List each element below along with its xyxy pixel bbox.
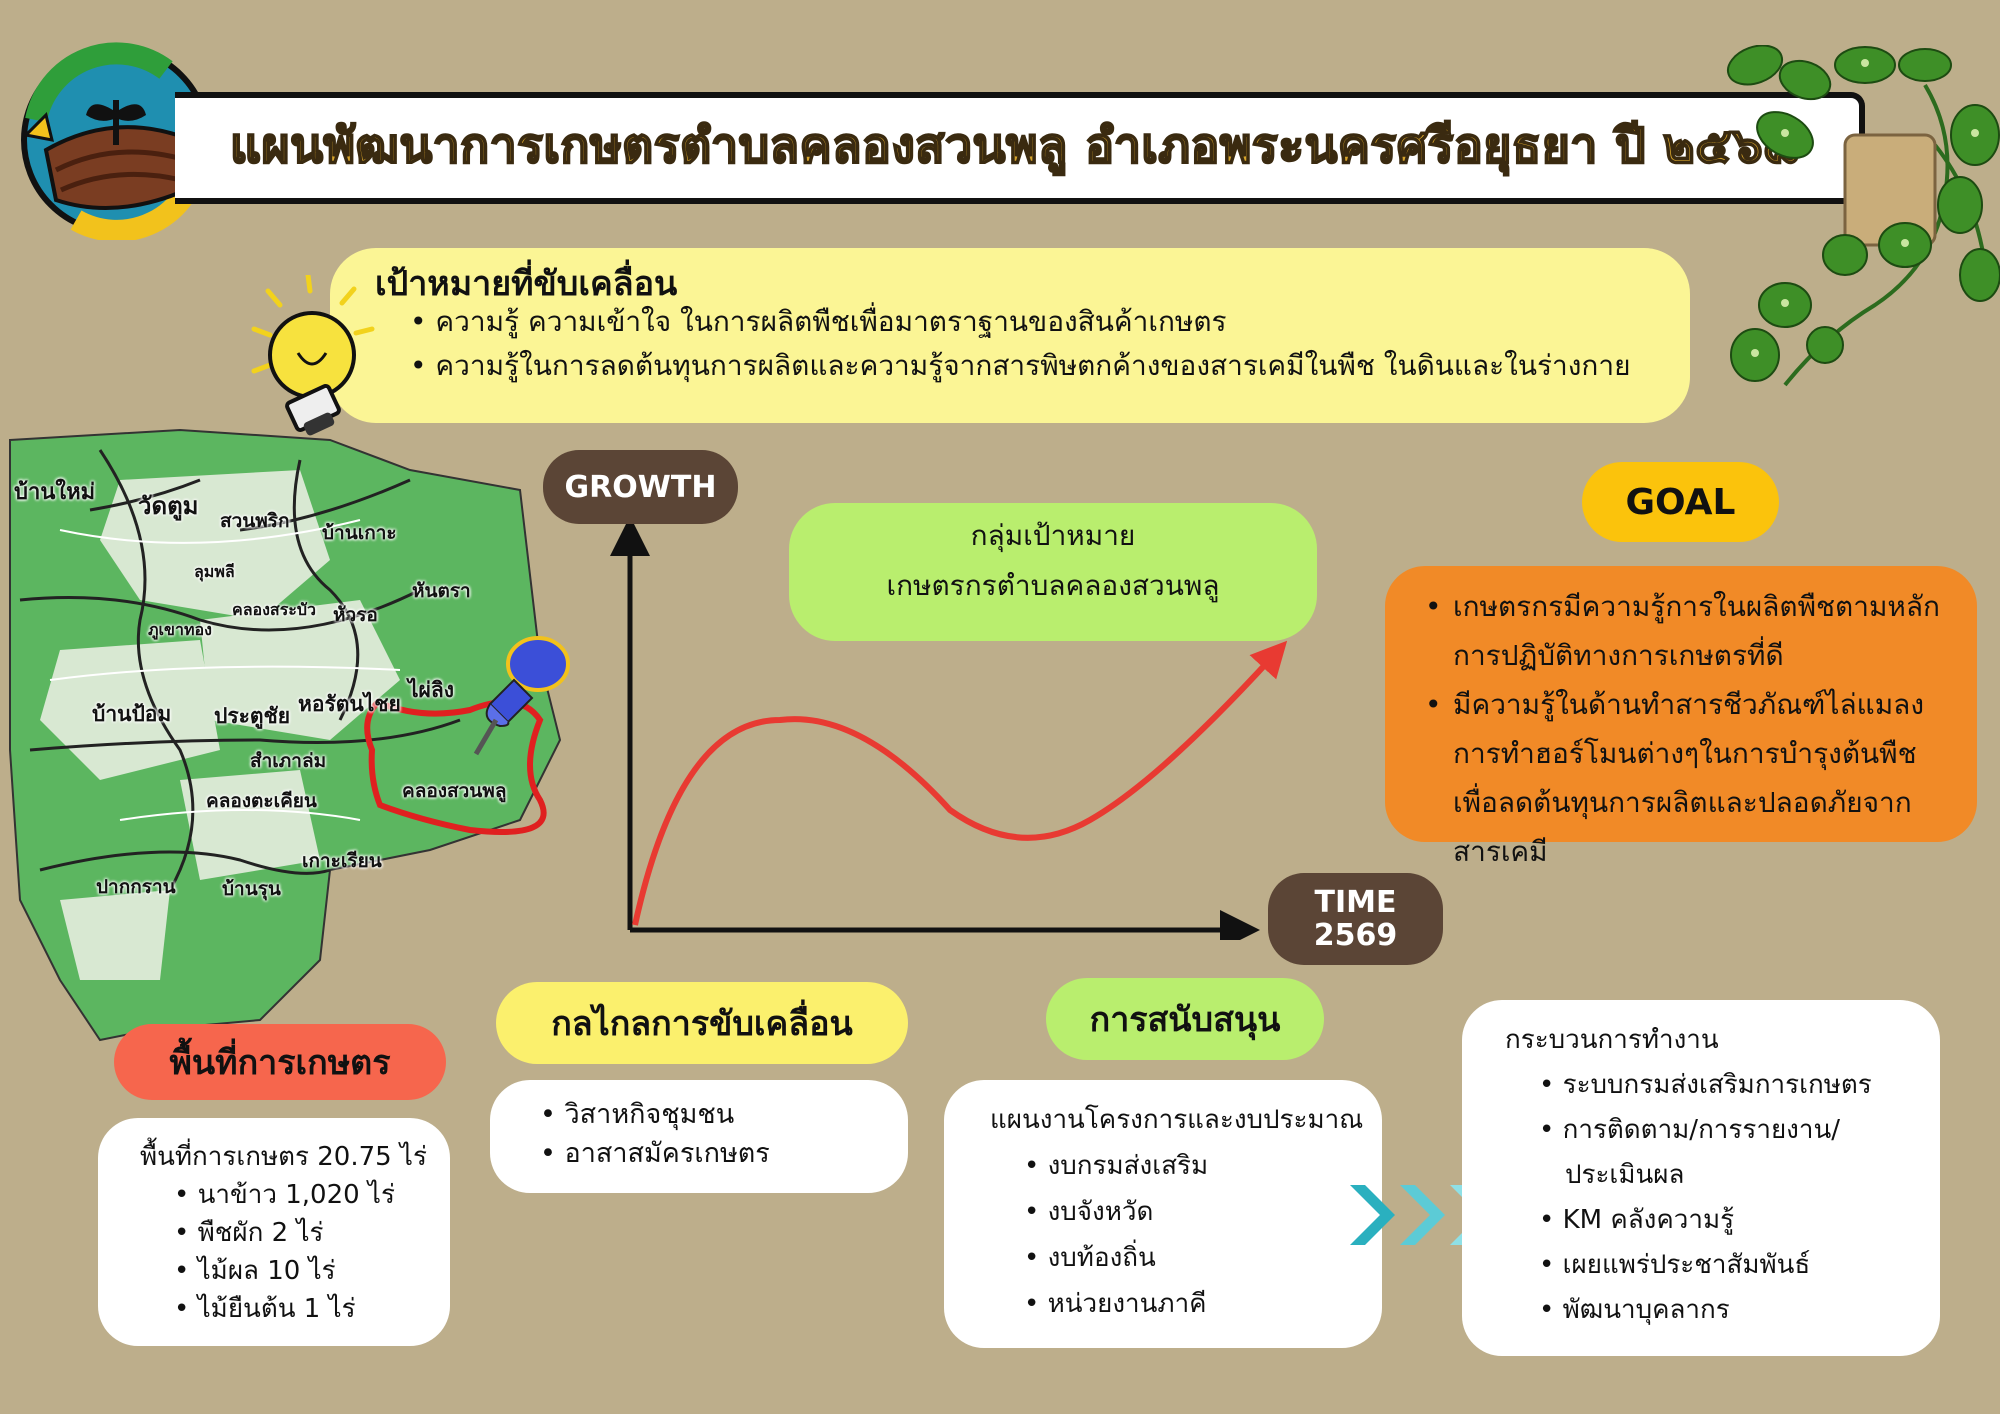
- process-item: เผยแพร่ประชาสัมพันธ์: [1505, 1243, 1872, 1288]
- hanging-plant-icon: [1726, 45, 2000, 387]
- goal-list: เกษตรกรมีความรู้การในผลิตพืชตามหลักการปฏ…: [1425, 582, 1955, 876]
- mechanism-list: วิสาหกิจชุมชน อาสาสมัครเกษตร: [540, 1095, 770, 1173]
- objective-item: ความรู้ในการลดต้นทุนการผลิตและความรู้จาก…: [410, 344, 1630, 388]
- map-label: สำเภาล่ม: [250, 750, 327, 772]
- pushpin-icon: [473, 636, 570, 756]
- highlight-outline: [364, 698, 547, 835]
- map-label: ประตูชัย: [214, 704, 291, 728]
- target-group-value: เกษตรกรตำบลคลองสวนพลู: [886, 569, 1220, 602]
- support-item: งบกรมส่งเสริม: [990, 1143, 1363, 1189]
- mechanism-label: กลไกลการขับเคลื่อน: [496, 982, 908, 1064]
- x-axis-label: TIME 2569: [1268, 873, 1443, 965]
- process-item: การติดตาม/การรายงาน/: [1505, 1108, 1872, 1153]
- map-shape: [9, 428, 562, 1042]
- area-total: พื้นที่การเกษตร 20.75 ไร่: [140, 1142, 427, 1172]
- mechanism-item: วิสาหกิจชุมชน: [540, 1095, 770, 1134]
- target-group-title: กลุ่มเป้าหมาย: [970, 519, 1136, 552]
- time-label: TIME: [1314, 885, 1397, 920]
- area-label: พื้นที่การเกษตร: [114, 1024, 446, 1100]
- growth-curve: [632, 640, 1288, 926]
- map-label: ภูเขาทอง: [148, 620, 212, 639]
- target-group-box: กลุ่มเป้าหมาย เกษตรกรตำบลคลองสวนพลู: [789, 503, 1317, 641]
- support-item: งบจังหวัด: [990, 1189, 1363, 1235]
- objective-item: ความรู้ ความเข้าใจ ในการผลิตพืชเพื่อมาตร…: [410, 300, 1631, 344]
- map-label: สวนพริก: [220, 510, 290, 532]
- process-item: พัฒนาบุคลากร: [1505, 1288, 1872, 1333]
- process-heading: กระบวนการทำงาน: [1505, 1025, 1719, 1055]
- support-item: งบท้องถิ่น: [990, 1235, 1363, 1281]
- map-label: เกาะเรียน: [302, 850, 382, 872]
- title-banner: [175, 92, 1865, 204]
- process-item: KM คลังความรู้: [1505, 1198, 1872, 1243]
- mechanism-item: อาสาสมัครเกษตร: [540, 1134, 770, 1173]
- map-label: วัดตูม: [138, 492, 199, 520]
- area-item: พืชผัก 2 ไร่: [140, 1214, 427, 1252]
- support-label: การสนับสนุน: [1046, 978, 1324, 1060]
- page-title: แผนพัฒนาการเกษตรตำบลคลองสวนพลู อำเภอพระน…: [229, 117, 1801, 175]
- support-heading: แผนงานโครงการและงบประมาณ: [990, 1105, 1364, 1135]
- objectives-list: ความรู้ ความเข้าใจ ในการผลิตพืชเพื่อมาตร…: [410, 300, 1631, 388]
- goal-item: มีความรู้ในด้านทำสารชีวภัณฑ์ไล่แมลง การท…: [1425, 680, 1955, 876]
- process-details: กระบวนการทำงาน ระบบกรมส่งเสริมการเกษตร ก…: [1505, 1018, 1872, 1333]
- lightbulb-icon: [251, 275, 375, 436]
- process-item: ระบบกรมส่งเสริมการเกษตร: [1505, 1063, 1872, 1108]
- map-label: บ้านรุน: [222, 878, 281, 900]
- subdistrict-map: บ้านใหม่ วัดตูม สวนพริก บ้านเกาะ ลุมพลี …: [0, 420, 580, 1050]
- map-label: ลุมพลี: [194, 562, 235, 581]
- farm-logo-icon: [21, 42, 211, 240]
- support-item: หน่วยงานภาคี: [990, 1281, 1363, 1327]
- growth-chart: [610, 520, 1288, 940]
- y-axis-label: GROWTH: [543, 450, 738, 524]
- map-label: บ้านใหม่: [14, 480, 96, 505]
- area-item: ไม้ยืนต้น 1 ไร่: [140, 1290, 427, 1328]
- area-item: นาข้าว 1,020 ไร่: [140, 1176, 427, 1214]
- map-label: บ้านป้อม: [92, 702, 172, 726]
- goal-label: GOAL: [1582, 462, 1779, 542]
- map-label: คลองตะเคียน: [206, 790, 317, 812]
- map-label: คลองสระบัว: [232, 600, 317, 619]
- map-label: หอรัตนไชย: [298, 692, 401, 716]
- objectives-heading: เป้าหมายที่ขับเคลื่อน: [375, 264, 678, 304]
- map-label: บ้านเกาะ: [322, 522, 397, 544]
- area-item: ไม้ผล 10 ไร่: [140, 1252, 427, 1290]
- year-label: 2569: [1313, 918, 1398, 953]
- map-label: หันตรา: [412, 580, 471, 602]
- map-label: ไผ่ลิง: [408, 678, 454, 702]
- process-item-continued: ประเมินผล: [1565, 1160, 1685, 1190]
- map-label: ปากกราน: [96, 876, 176, 898]
- map-label: หัวรอ: [333, 604, 378, 626]
- goal-item: เกษตรกรมีความรู้การในผลิตพืชตามหลักการปฏ…: [1425, 582, 1955, 680]
- area-details: พื้นที่การเกษตร 20.75 ไร่ นาข้าว 1,020 ไ…: [140, 1138, 427, 1328]
- support-details: แผนงานโครงการและงบประมาณ งบกรมส่งเสริม ง…: [990, 1097, 1363, 1327]
- map-label: คลองสวนพลู: [402, 780, 507, 802]
